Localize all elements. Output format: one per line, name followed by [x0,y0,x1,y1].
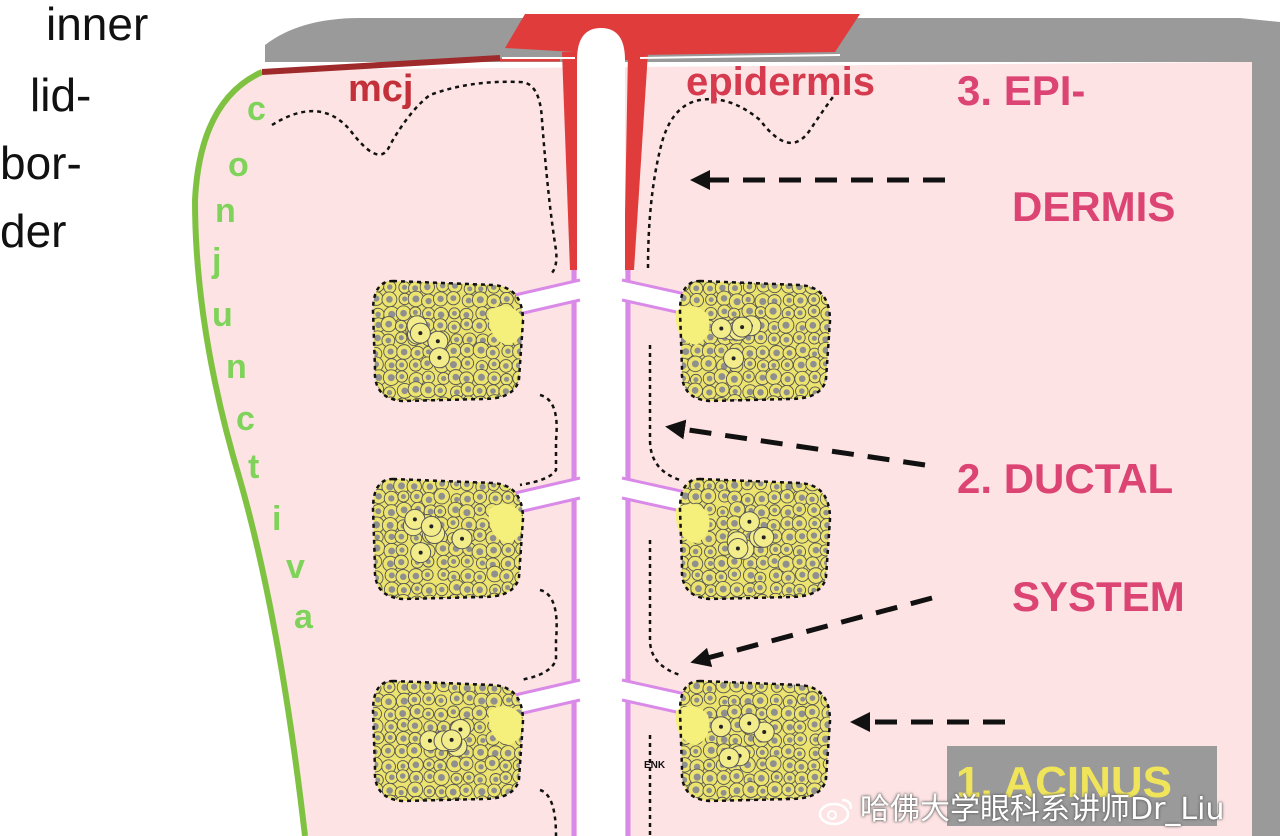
conjunctiva-letter: i [272,500,282,538]
watermark-text: 哈佛大学眼科系讲师Dr_Liu [860,792,1225,827]
epidermis-funnel [562,52,580,270]
ductule [613,281,699,314]
weibo-icon [818,798,853,825]
ductal-label-line1: 2. DUCTAL [957,455,1174,502]
epidermis-title-line1: 3. EPI- [957,67,1086,114]
ductule-outlines [519,345,681,836]
epidermis-funnel-right [624,52,648,270]
conjunctiva-letter: n [215,192,236,230]
watermark: 哈佛大学眼科系讲师Dr_Liu [818,784,1225,828]
side-label-line-3: bor- [0,137,82,189]
side-label-line-4: der [0,205,67,257]
acinus [371,279,525,403]
conjunctiva-letter: v [286,548,305,586]
central-duct-walls [571,270,631,836]
conjunctiva-letter: c [236,400,255,438]
ductule [506,479,589,512]
ductule [506,281,589,314]
enk-label: ENK [644,760,666,771]
dermis-outline-right [646,87,841,269]
dermis-outline [271,80,558,276]
acinus-label: 1. ACINUS [956,758,1172,807]
ductule [506,681,589,714]
acinus [675,679,832,803]
conjunctiva-letter: a [294,598,313,636]
conjunctiva-line [191,69,308,836]
acini-group [371,278,832,803]
conjunctiva-letter: j [212,242,222,280]
conjunctiva-letter: c [247,90,266,128]
conjunctiva-letter: n [226,348,247,386]
epidermis-title-line2: DERMIS [1012,183,1176,230]
side-label-line-1: inner [46,0,149,50]
lid-tissue [195,62,1252,836]
pointer-arrows [665,170,1005,732]
ductule [613,681,699,714]
acinus [371,679,525,803]
conjunctiva-letter: t [248,448,260,486]
mcj-label: mcj [348,68,414,110]
acinus-label-box [947,746,1217,826]
conjunctiva-letter: u [212,296,233,334]
ductal-label-line2: SYSTEM [1012,573,1185,620]
side-label-line-2: lid- [30,69,92,121]
acinus [371,477,525,601]
ductule [613,479,699,512]
skin-surface-line [502,54,841,59]
acinus [675,279,832,403]
conjunctiva-letter: o [228,146,249,184]
central-duct [577,28,625,836]
mcj-line [261,55,501,75]
acinus [675,477,832,601]
epidermis-label: epidermis [686,60,875,104]
